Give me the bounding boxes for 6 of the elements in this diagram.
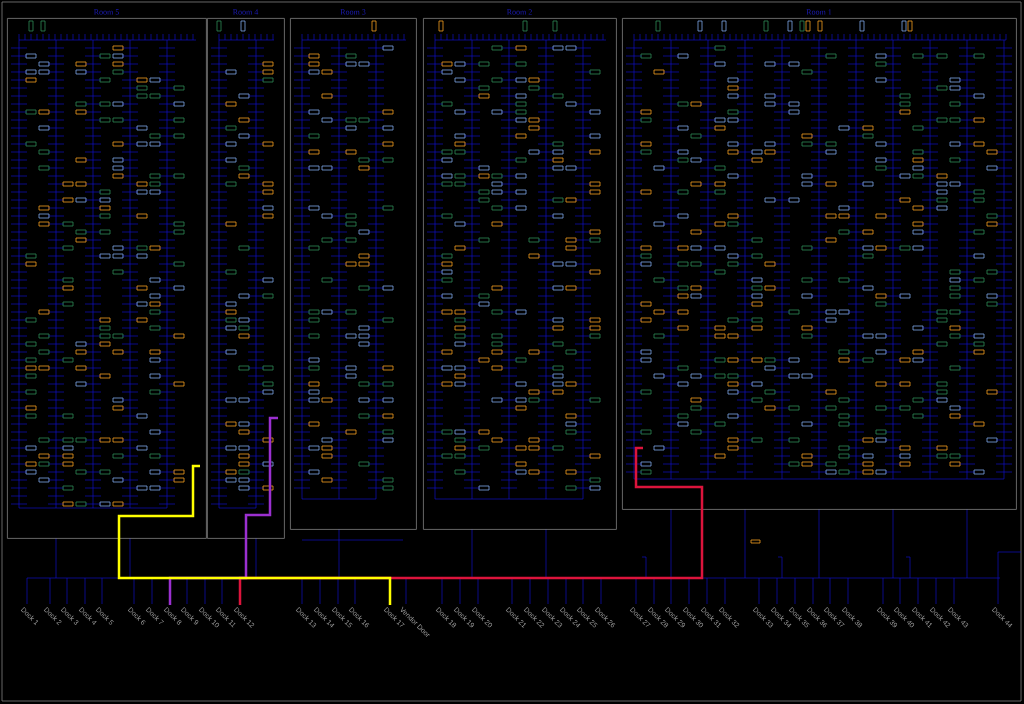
room-title: Room 1 xyxy=(806,9,832,15)
room-title: Room 5 xyxy=(93,9,119,15)
room-title: Room 2 xyxy=(506,9,532,15)
room-title: Room 3 xyxy=(340,9,366,15)
room-title: Room 4 xyxy=(232,9,259,15)
route-line xyxy=(117,464,392,605)
